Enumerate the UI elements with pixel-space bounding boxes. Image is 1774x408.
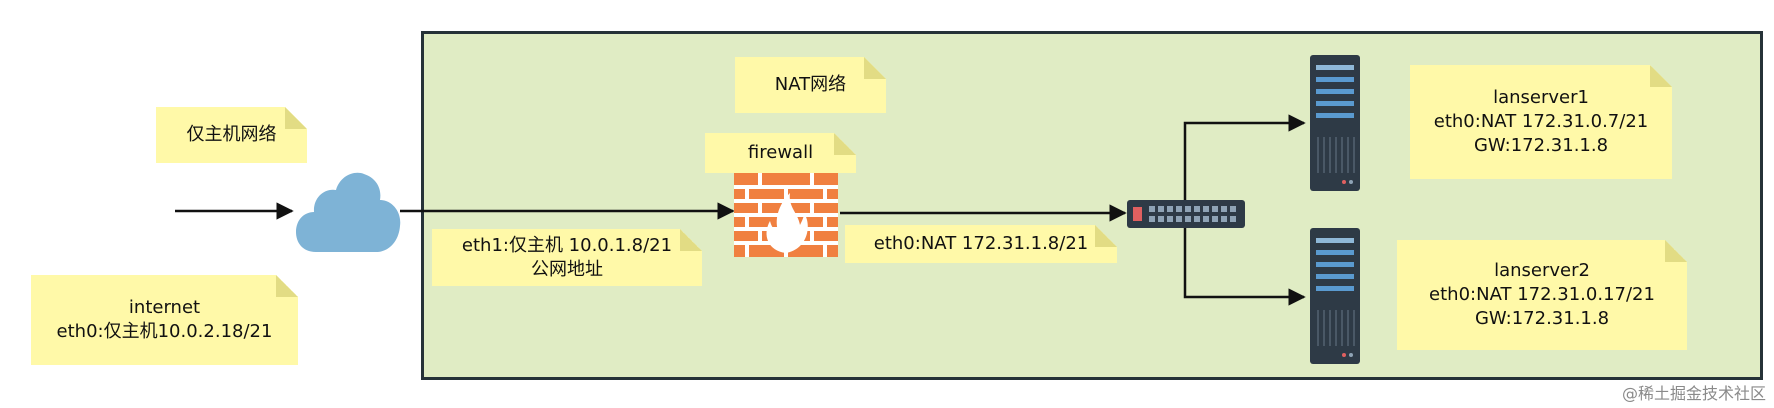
lanserver1-address: eth0:NAT 172.31.0.7/21 xyxy=(1433,111,1649,132)
nat-network-label: NAT网络 xyxy=(774,74,847,95)
nat-network-note: NAT网络 xyxy=(735,57,886,113)
lanserver2-gateway: GW:172.31.1.8 xyxy=(1474,308,1610,329)
lanserver2-note: lanserver2 eth0:NAT 172.31.0.17/21 GW:17… xyxy=(1397,240,1687,350)
firewall-eth1-address: eth1:仅主机 10.0.1.8/21 xyxy=(461,234,673,256)
firewall-note: firewall xyxy=(705,133,856,173)
switch-to-lanserver1-line xyxy=(1183,114,1306,213)
firewall-icon xyxy=(734,173,838,257)
network-switch-icon xyxy=(1127,200,1245,228)
firewall-label: firewall xyxy=(747,142,814,163)
internet-address: eth0:仅主机10.0.2.18/21 xyxy=(56,321,273,342)
lanserver1-title: lanserver1 xyxy=(1493,87,1589,108)
lanserver1-gateway: GW:172.31.1.8 xyxy=(1473,135,1609,156)
watermark: @稀土掘金技术社区 xyxy=(1621,384,1766,403)
cloud-icon xyxy=(296,172,401,252)
firewall-eth0-note: eth0:NAT 172.31.1.8/21 xyxy=(845,225,1117,263)
switch-to-lanserver2-line xyxy=(1183,217,1306,306)
firewall-eth1-public: 公网地址 xyxy=(531,258,603,280)
server-icon xyxy=(1310,55,1360,191)
host-only-network-label: 仅主机网络 xyxy=(186,124,277,145)
host-only-network-note: 仅主机网络 xyxy=(156,107,307,163)
lanserver2-title: lanserver2 xyxy=(1494,260,1590,281)
internet-note: internet eth0:仅主机10.0.2.18/21 xyxy=(31,275,298,365)
firewall-eth0-address: eth0:NAT 172.31.1.8/21 xyxy=(873,233,1089,254)
internet-title: internet xyxy=(128,297,201,318)
firewall-eth1-note: eth1:仅主机 10.0.1.8/21 公网地址 xyxy=(432,229,702,286)
lanserver1-note: lanserver1 eth0:NAT 172.31.0.7/21 GW:172… xyxy=(1410,65,1672,179)
server-icon xyxy=(1310,228,1360,364)
lanserver2-address: eth0:NAT 172.31.0.17/21 xyxy=(1429,284,1655,305)
